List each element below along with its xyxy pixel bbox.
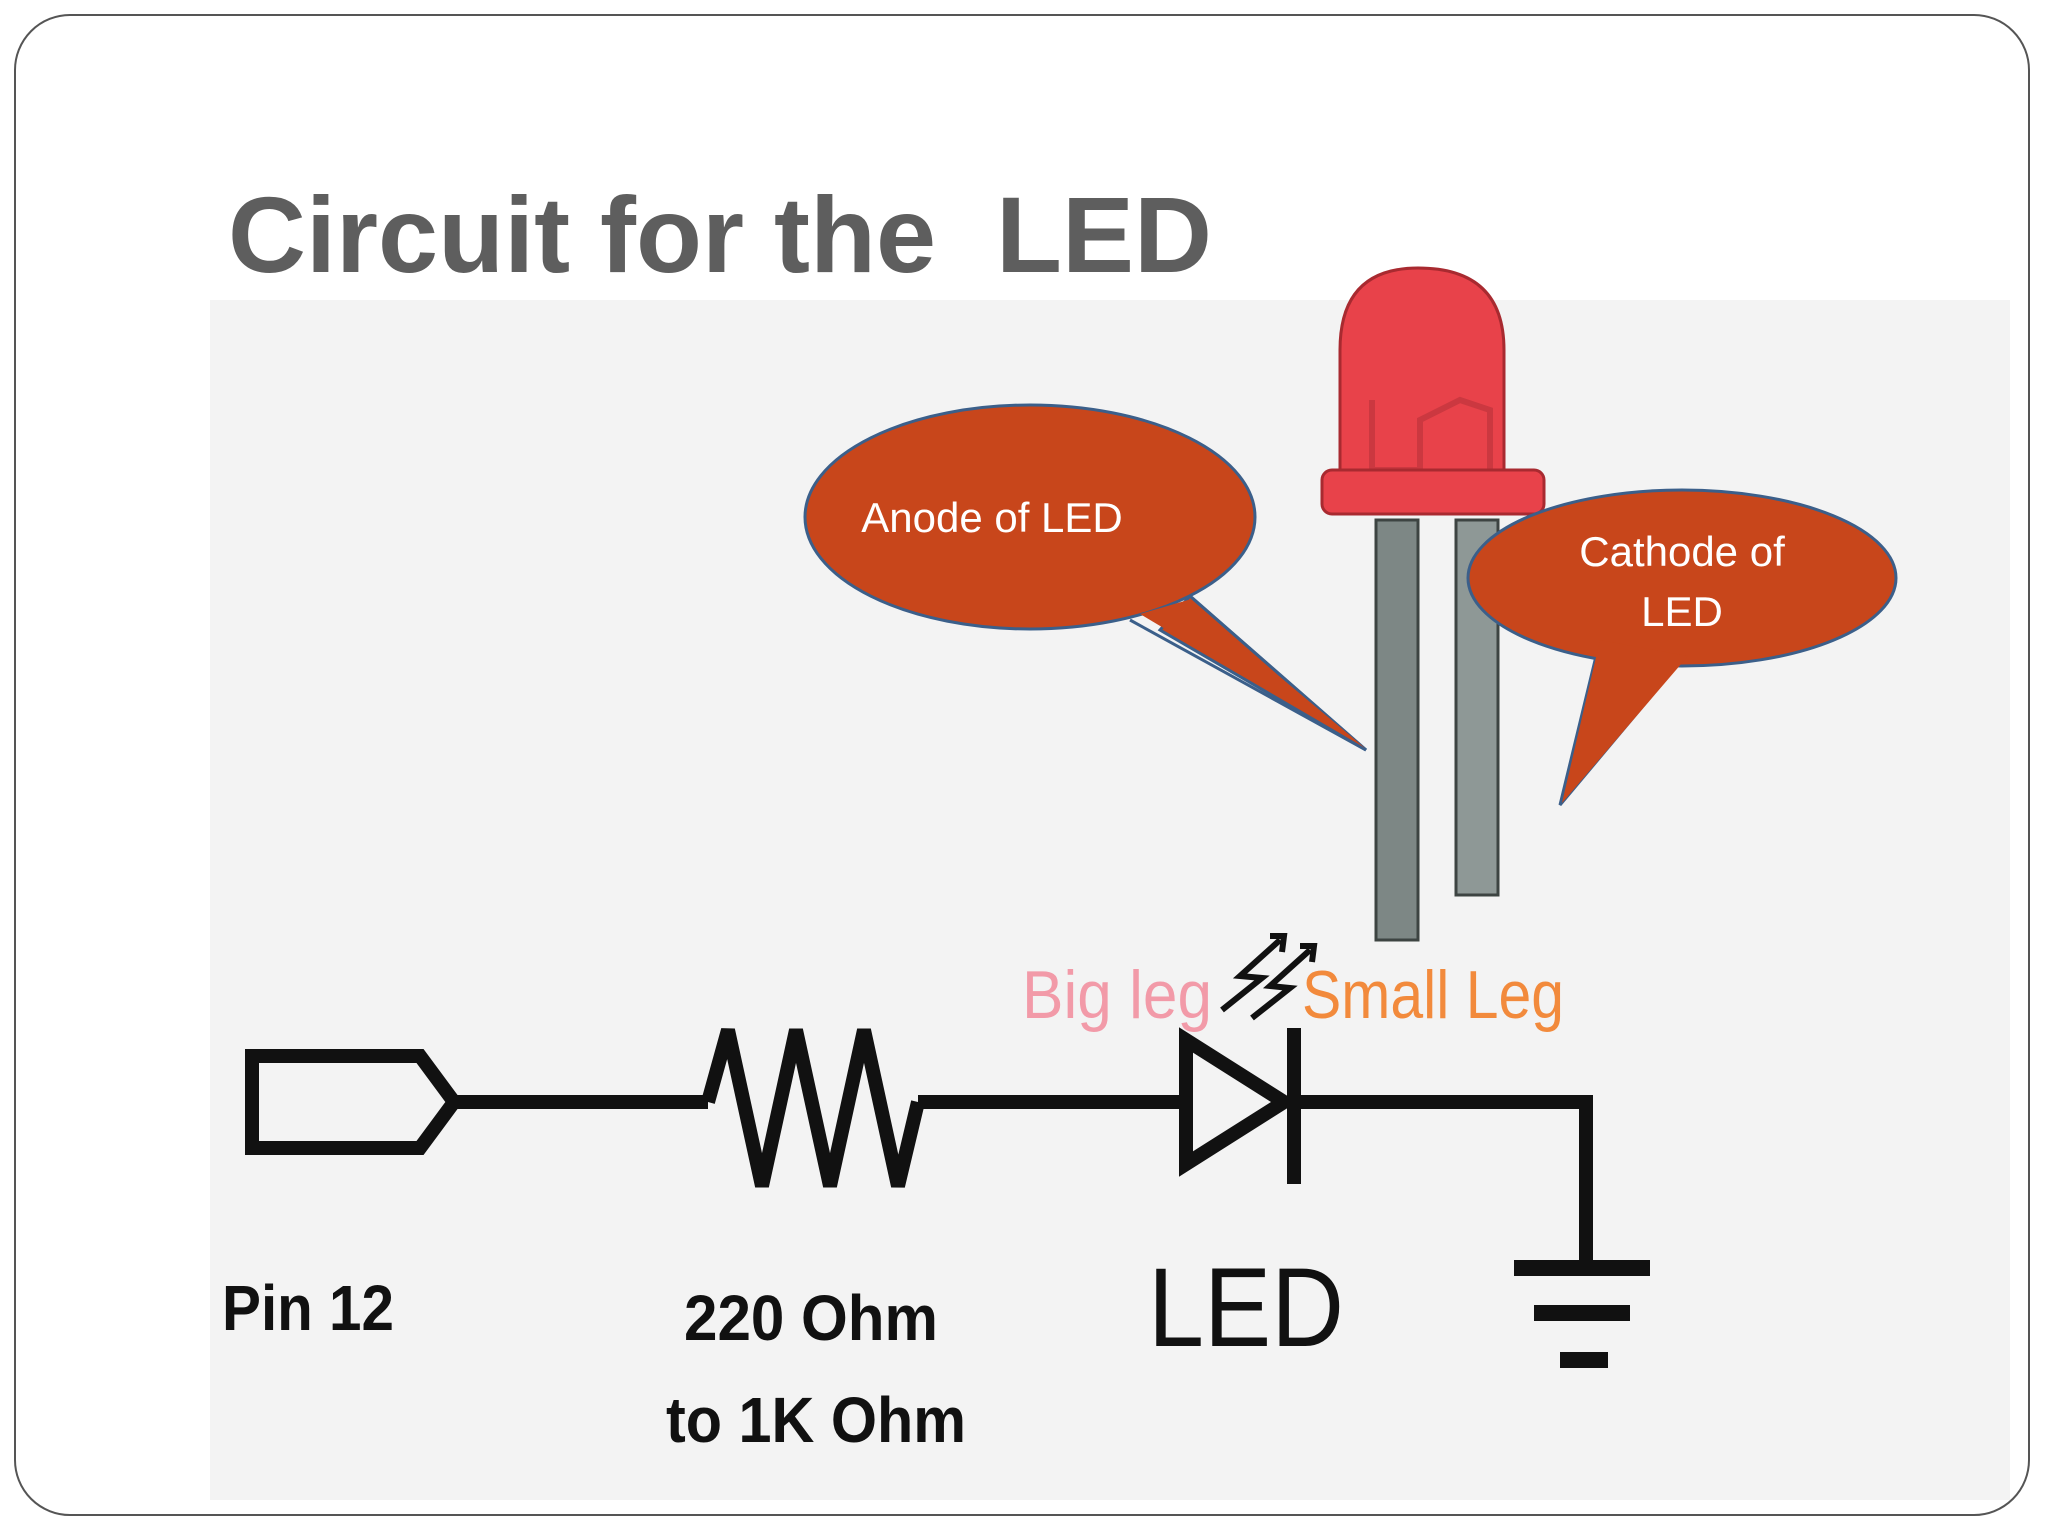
pin-label: Pin 12 — [222, 1272, 394, 1344]
led-dome — [1338, 266, 1506, 502]
led-label: LED — [1148, 1245, 1344, 1370]
small-leg-label: Small Leg — [1302, 957, 1564, 1033]
resistor-label-line1: 220 Ohm — [684, 1282, 938, 1354]
resistor-label-line2: to 1K Ohm — [666, 1384, 966, 1456]
led-component-image — [1320, 266, 1546, 942]
anode-callout: Anode of LED — [803, 403, 1367, 752]
light-emission-icon — [1220, 933, 1318, 1021]
led-flange — [1320, 468, 1546, 516]
cathode-callout: Cathode of LED — [1466, 488, 1898, 806]
big-leg-label: Big leg — [1022, 957, 1212, 1033]
cathode-callout-text-line1: Cathode of — [1579, 528, 1785, 575]
wire-led-to-ground — [1294, 1095, 1593, 1268]
anode-callout-text: Anode of LED — [861, 494, 1123, 541]
ground-symbol-icon — [1514, 1260, 1650, 1368]
led-diode-triangle — [1179, 1027, 1298, 1177]
cathode-callout-text-line2: LED — [1641, 588, 1723, 635]
resistor-symbol — [701, 1028, 925, 1188]
pin-connector-symbol — [245, 1049, 463, 1155]
slide-title: Circuit for the LED — [228, 174, 1213, 295]
circuit-schematic — [245, 1027, 1593, 1268]
anode-leg — [1374, 518, 1420, 942]
